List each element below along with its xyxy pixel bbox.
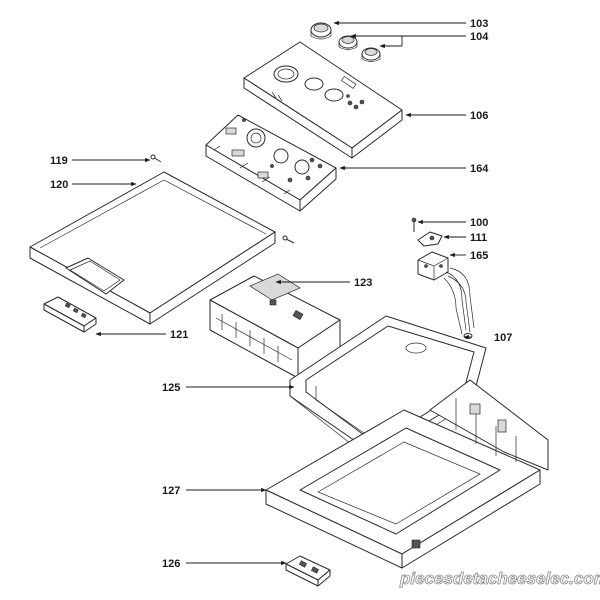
label-121: 121 — [170, 329, 188, 341]
control-knob-104b — [361, 47, 381, 62]
top-frame-127 — [265, 379, 549, 569]
tub-cover-125 — [289, 315, 487, 463]
label-119: 119 — [50, 155, 68, 167]
label-100: 100 — [470, 217, 488, 229]
door-lock-111 — [417, 231, 443, 247]
control-board-164 — [205, 114, 337, 212]
control-knob-104a — [338, 35, 358, 50]
label-106: 106 — [470, 110, 488, 122]
top-lid-120 — [29, 171, 276, 325]
reference-labels: 103 104 106 164 119 120 100 111 165 123 … — [50, 18, 512, 570]
label-123: 123 — [354, 277, 372, 289]
latch-clip-126 — [285, 555, 331, 587]
label-127: 127 — [162, 485, 180, 497]
lid-handle-121 — [43, 296, 97, 333]
control-knob-103 — [310, 22, 332, 40]
control-panel-fascia-106 — [243, 41, 403, 159]
connector-block-165 — [417, 251, 449, 281]
label-164: 164 — [470, 163, 489, 175]
watermark-text: piecesdetacheeselec.com — [399, 569, 600, 588]
label-126: 126 — [162, 558, 180, 570]
label-165: 165 — [470, 250, 488, 262]
detergent-housing-123 — [209, 273, 341, 379]
label-120: 120 — [50, 179, 68, 191]
leader-lines — [72, 20, 472, 566]
wiring-harness-107 — [443, 267, 475, 339]
lid-hinge-pin — [282, 235, 295, 244]
label-107: 107 — [494, 332, 512, 344]
screw-100 — [411, 217, 417, 232]
hinge-pin-119 — [150, 154, 162, 163]
label-103: 103 — [470, 18, 488, 30]
label-104: 104 — [470, 31, 489, 43]
label-111: 111 — [470, 232, 487, 244]
label-125: 125 — [162, 382, 180, 394]
